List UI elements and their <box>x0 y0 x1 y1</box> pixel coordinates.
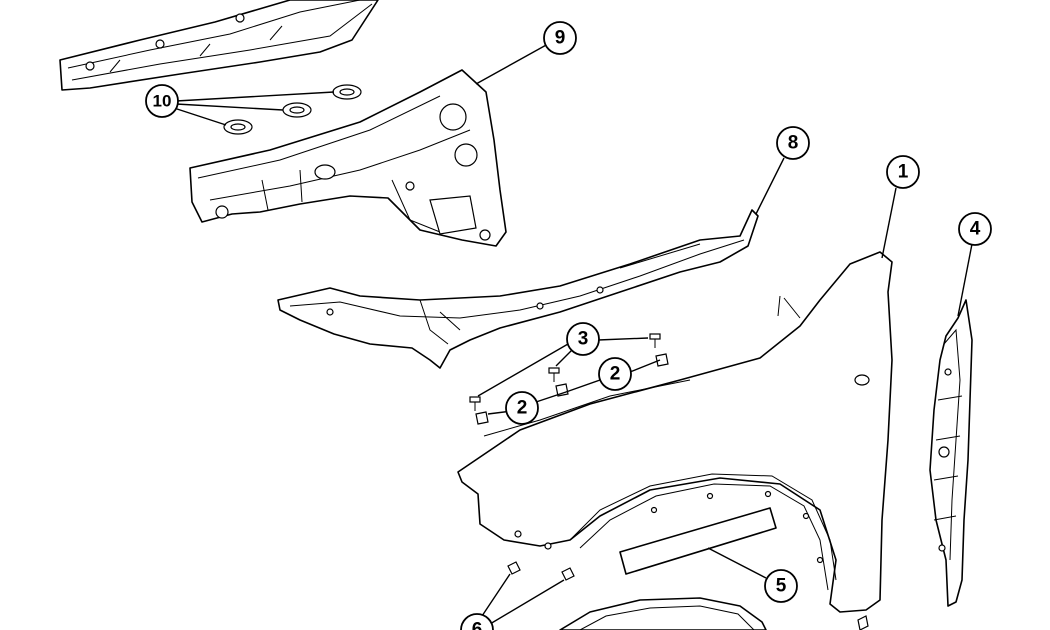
callout-2-right: 2 <box>598 357 632 391</box>
fastener-set <box>469 333 869 630</box>
callout-6: 6 <box>460 613 494 630</box>
clip-nut-icon <box>655 353 669 367</box>
callout-8: 8 <box>776 126 810 160</box>
grommet-set <box>223 84 362 135</box>
apron-assembly-part <box>189 69 507 247</box>
callout-4: 4 <box>958 212 992 246</box>
callout-10-label: 10 <box>153 92 172 111</box>
callout-2-right-label: 2 <box>610 364 621 385</box>
upper-rail-part <box>59 0 379 91</box>
screw-icon <box>561 567 575 581</box>
bolt-icon <box>649 333 661 348</box>
clip-nut-icon <box>475 411 489 425</box>
callout-2-left-label: 2 <box>517 398 528 419</box>
callout-1: 1 <box>886 155 920 189</box>
callout-9: 9 <box>543 21 577 55</box>
callout-1-label: 1 <box>898 162 909 183</box>
callout-8-label: 8 <box>788 133 799 154</box>
callout-5: 5 <box>764 569 798 603</box>
callout-6-label: 6 <box>472 620 483 630</box>
callout-10: 10 <box>145 84 179 118</box>
screw-icon <box>857 615 869 630</box>
bolt-icon <box>548 367 560 382</box>
callout-2-left: 2 <box>505 391 539 425</box>
leader-lines <box>173 43 973 625</box>
screw-icon <box>507 561 521 575</box>
fender-support-rail-part <box>277 209 759 369</box>
callout-9-label: 9 <box>555 28 566 49</box>
callout-4-label: 4 <box>970 219 981 240</box>
applique-part <box>619 507 777 575</box>
fender-part <box>457 251 893 613</box>
bolt-icon <box>469 396 481 411</box>
callout-3: 3 <box>566 322 600 356</box>
wheel-liner-part <box>559 597 767 630</box>
callout-3-label: 3 <box>578 329 589 350</box>
callout-5-label: 5 <box>776 576 787 597</box>
splash-shield-bracket-part <box>929 299 973 607</box>
